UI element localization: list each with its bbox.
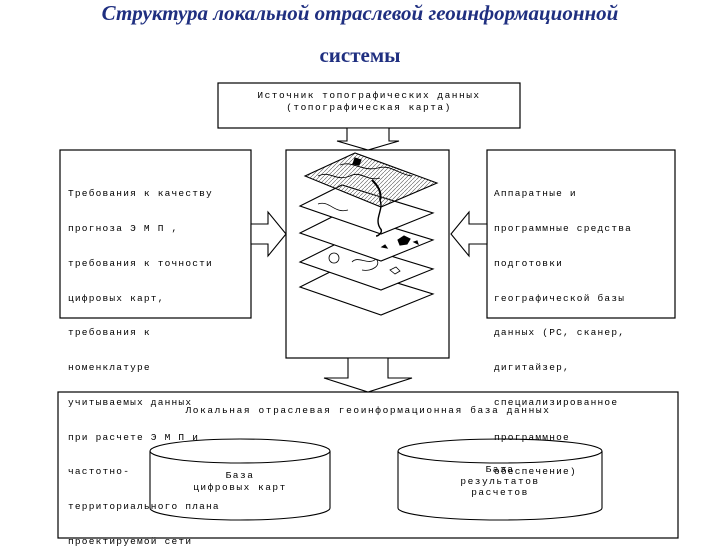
map-layer-1-topographic xyxy=(303,152,439,208)
tools-line-6: дигитайзер, xyxy=(494,362,570,374)
arrow-down-bottom xyxy=(323,357,413,393)
cylinder-2-line-1: База xyxy=(485,464,515,475)
cylinder-1-line-1: База xyxy=(225,470,255,481)
tools-line-7: специализированное xyxy=(494,396,619,408)
source-line-2: (топографическая карта) xyxy=(286,101,452,113)
requirements-line-8: при расчете Э М П и xyxy=(68,431,200,443)
arrow-down-top xyxy=(336,127,400,151)
page-title-line-1: Структура локальной отраслевой геоинформ… xyxy=(101,1,619,25)
requirements-line-2: прогноза Э М П , xyxy=(68,222,179,234)
database-box-title: Локальная отраслевая геоинформационная б… xyxy=(185,405,551,416)
tools-box xyxy=(486,149,676,319)
cylinder-calculation-results-text: База результатов расчетов xyxy=(398,464,602,499)
tools-line-5: данных (PC, сканер, xyxy=(494,327,626,339)
tools-line-9: обеспечение) xyxy=(494,466,577,478)
requirements-line-11: проектируемой сети xyxy=(68,536,193,547)
diagram-canvas xyxy=(57,82,679,539)
requirements-line-7: учитываемых данных xyxy=(68,396,193,408)
map-layer-5 xyxy=(298,265,435,316)
cylinder-digital-maps xyxy=(149,438,331,521)
tools-line-3: подготовки xyxy=(494,257,564,269)
source-box-text: Источник топографических данных (топогра… xyxy=(218,90,520,113)
map-layer-2 xyxy=(298,184,435,235)
requirements-line-4: цифровых карт, xyxy=(68,292,165,304)
requirements-line-3: требования к точности xyxy=(68,257,213,269)
requirements-line-9: частотно- xyxy=(68,466,131,478)
arrow-right-left xyxy=(250,210,287,258)
map-layers-illustration xyxy=(298,152,439,316)
cylinder-2-line-3: расчетов xyxy=(471,487,529,499)
requirements-line-5: требования к xyxy=(68,327,151,339)
cylinder-1-line-2: цифровых карт xyxy=(193,481,287,493)
page-title-line-2: системы xyxy=(319,43,401,67)
cylinder-2-line-2: результатов xyxy=(460,475,540,487)
map-layer-3 xyxy=(298,211,435,262)
requirements-line-1: Требования к качеству xyxy=(68,188,213,200)
tools-line-1: Аппаратные и xyxy=(494,188,577,200)
arrow-left-right xyxy=(450,210,488,258)
tools-line-2: программные средства xyxy=(494,222,633,234)
source-line-1: Источник топографических данных xyxy=(257,90,481,101)
requirements-line-6: номенклатуре xyxy=(68,362,151,374)
tools-line-4: географической базы xyxy=(494,292,626,304)
requirements-box-text: Требования к качеству прогноза Э М П , т… xyxy=(68,165,220,559)
requirements-line-10: территориального плана xyxy=(68,501,220,513)
cylinder-calculation-results xyxy=(397,438,603,521)
cylinder-digital-maps-text: База цифровых карт xyxy=(150,470,330,493)
tools-box-text: Аппаратные и программные средства подгот… xyxy=(494,165,632,490)
tools-line-8: программное xyxy=(494,431,570,443)
